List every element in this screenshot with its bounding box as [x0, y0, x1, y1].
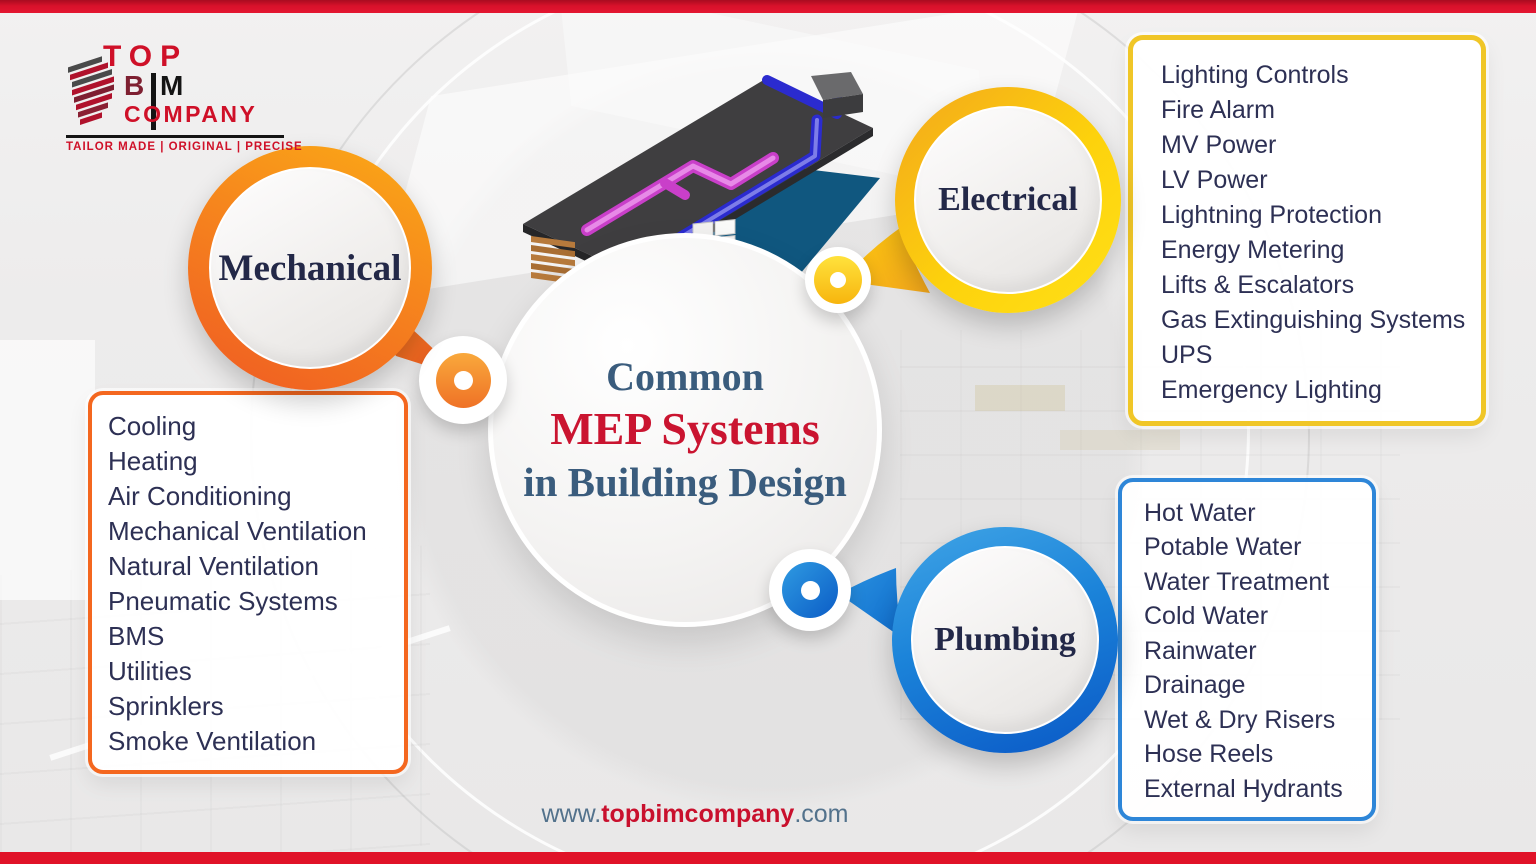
- plumbing-item: Wet & Dry Risers: [1144, 705, 1336, 734]
- plumbing-item: Rainwater: [1144, 636, 1257, 665]
- plumbing-label: Plumbing: [934, 621, 1076, 658]
- logo-word-top: TOP: [103, 40, 189, 73]
- mechanical-item: Mechanical Ventilation: [108, 516, 367, 546]
- mechanical-item: BMS: [108, 621, 165, 651]
- plumbing-item: Drainage: [1144, 671, 1246, 700]
- electrical-item: Gas Extinguishing Systems: [1161, 306, 1466, 334]
- url-brand: topbimcompany: [601, 800, 795, 828]
- plumbing-list: Hot Water Potable Water Water Treatment …: [1144, 496, 1364, 807]
- electrical-label: Electrical: [938, 181, 1078, 218]
- logo-letter-m: M: [160, 70, 184, 101]
- url-prefix: www.: [541, 800, 602, 828]
- mechanical-item: Air Conditioning: [108, 481, 292, 511]
- background-shelf-tint-2: [1060, 430, 1180, 450]
- plumbing-item: Cold Water: [1144, 602, 1269, 631]
- electrical-item: Emergency Lighting: [1161, 376, 1382, 404]
- electrical-item: Energy Metering: [1161, 236, 1345, 264]
- electrical-item: Fire Alarm: [1161, 96, 1275, 124]
- title-line-2: MEP Systems: [550, 403, 820, 454]
- electrical-item: MV Power: [1161, 131, 1277, 159]
- logo-letter-b: B: [124, 70, 145, 101]
- mechanical-list-box: Cooling Heating Air Conditioning Mechani…: [88, 391, 408, 774]
- logo-word-company: COMPANY: [124, 101, 258, 127]
- logo-divider-rule: [66, 135, 284, 138]
- mechanical-circle: Mechanical: [188, 146, 432, 390]
- electrical-connector-icon: [805, 247, 871, 313]
- mechanical-list: Cooling Heating Air Conditioning Mechani…: [108, 409, 392, 759]
- website-url[interactable]: www.topbimcompany.com: [450, 800, 940, 829]
- electrical-item: UPS: [1161, 341, 1213, 369]
- mechanical-item: Heating: [108, 446, 198, 476]
- plumbing-item: External Hydrants: [1144, 774, 1343, 803]
- plumbing-item: Hose Reels: [1144, 740, 1274, 769]
- mechanical-item: Sprinklers: [108, 691, 224, 721]
- plumbing-item: Water Treatment: [1144, 567, 1330, 596]
- logo-letter-i-bar: [151, 73, 156, 130]
- electrical-item: LV Power: [1161, 166, 1268, 194]
- background-shelf-tint: [975, 385, 1065, 411]
- electrical-list: Lighting Controls Fire Alarm MV Power LV…: [1161, 58, 1471, 408]
- plumbing-item: Potable Water: [1144, 533, 1302, 562]
- top-red-bar: [0, 0, 1536, 13]
- logo-tagline: TAILOR MADE | ORIGINAL | PRECISE: [66, 141, 303, 153]
- url-suffix: .com: [794, 800, 849, 828]
- bottom-red-bar: [0, 852, 1536, 864]
- plumbing-connector-icon: [769, 549, 851, 631]
- mechanical-label: Mechanical: [218, 247, 402, 289]
- electrical-list-box: Lighting Controls Fire Alarm MV Power LV…: [1128, 35, 1486, 426]
- plumbing-item: Hot Water: [1144, 498, 1256, 527]
- top-bim-company-logo: TOP B M COMPANY TAILOR MADE | ORIGINAL |…: [58, 40, 302, 153]
- mechanical-item: Pneumatic Systems: [108, 586, 338, 616]
- title-line-3: in Building Design: [523, 459, 847, 505]
- mechanical-item: Natural Ventilation: [108, 551, 320, 581]
- mechanical-item: Utilities: [108, 656, 192, 686]
- electrical-item: Lightning Protection: [1161, 201, 1382, 229]
- plumbing-list-box: Hot Water Potable Water Water Treatment …: [1118, 478, 1376, 821]
- mechanical-item: Smoke Ventilation: [108, 726, 317, 756]
- title-line-1: Common: [606, 354, 764, 399]
- electrical-circle: Electrical: [895, 87, 1121, 313]
- mechanical-connector-icon: [419, 336, 507, 424]
- electrical-item: Lighting Controls: [1161, 61, 1349, 89]
- background-white-patch: [0, 340, 95, 600]
- electrical-item: Lifts & Escalators: [1161, 271, 1355, 299]
- logo-chevron-icon: [68, 56, 114, 125]
- mechanical-item: Cooling: [108, 411, 197, 441]
- plumbing-circle: Plumbing: [892, 527, 1118, 753]
